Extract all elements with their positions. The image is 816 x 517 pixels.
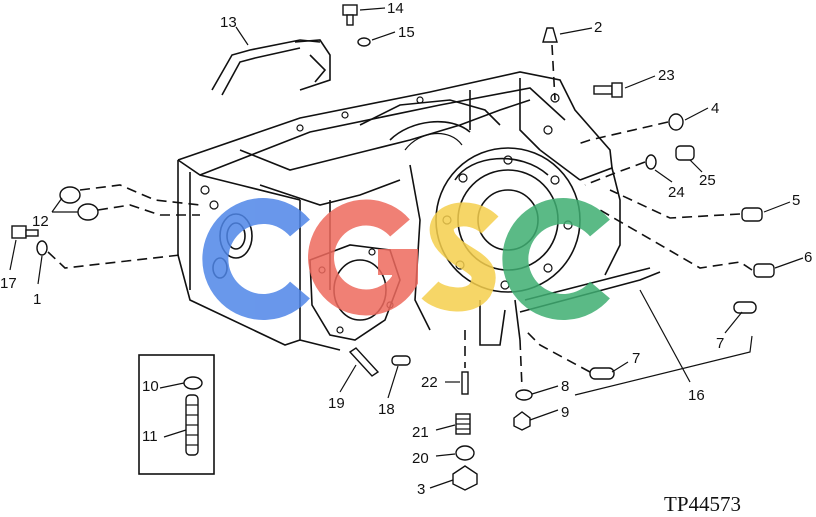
label-19: 19 [328, 395, 345, 412]
inset-box [138, 354, 215, 475]
part-24-ring [645, 154, 657, 170]
label-22: 22 [421, 374, 438, 391]
pipe-13 [211, 39, 331, 96]
label-3: 3 [417, 481, 425, 498]
part-12-plugs [59, 184, 201, 221]
watermark-letter-c1 [202, 198, 310, 320]
label-23: 23 [658, 67, 675, 84]
part-4-plug [574, 113, 684, 146]
part-18-pin [391, 355, 411, 366]
part-14-bolt [342, 4, 358, 26]
label-4: 4 [711, 100, 719, 117]
part-7-pin-lower [524, 329, 615, 380]
part-15-washer [357, 37, 371, 47]
part-5-plug [609, 189, 763, 222]
part-3-nut [452, 465, 478, 491]
label-8: 8 [561, 378, 569, 395]
label-12: 12 [32, 213, 49, 230]
figure-code: TP44573 [664, 492, 741, 516]
part-17-bolt [11, 225, 39, 239]
watermark-letter-s [421, 202, 499, 312]
part-1-oring [36, 240, 181, 269]
part-20-washer [455, 445, 475, 461]
watermark-letter-c2 [502, 198, 610, 320]
label-13: 13 [220, 14, 237, 31]
label-15: 15 [398, 24, 415, 41]
watermark-logo [202, 198, 610, 320]
part-25-plug [584, 145, 695, 186]
label-24: 24 [668, 184, 685, 201]
label-20: 20 [412, 450, 429, 467]
part-6-plug [599, 209, 775, 278]
label-18: 18 [378, 401, 395, 418]
label-11: 11 [142, 428, 158, 445]
part-2-plug [542, 27, 558, 101]
label-25: 25 [699, 172, 716, 189]
label-2: 2 [594, 19, 602, 36]
label-6: 6 [804, 249, 812, 266]
label-10: 10 [142, 378, 159, 395]
label-14: 14 [387, 0, 404, 17]
part-22-pin [461, 330, 469, 395]
part-23-bolt [593, 82, 623, 98]
part-9-nut [513, 411, 531, 431]
label-21: 21 [412, 424, 429, 441]
label-1: 1 [33, 291, 41, 308]
part-7-pin [574, 301, 757, 396]
label-9: 9 [561, 404, 569, 421]
leader-lines [9, 7, 804, 489]
watermark-letter-g [308, 199, 418, 316]
label-5: 5 [792, 192, 800, 209]
label-7-lower: 7 [632, 350, 640, 367]
part-8-washer [515, 339, 533, 401]
label-17: 17 [0, 275, 17, 292]
label-7-upper: 7 [716, 335, 724, 352]
part-19-stud [348, 347, 380, 377]
label-16: 16 [688, 387, 705, 404]
part-21-spring [455, 413, 471, 435]
